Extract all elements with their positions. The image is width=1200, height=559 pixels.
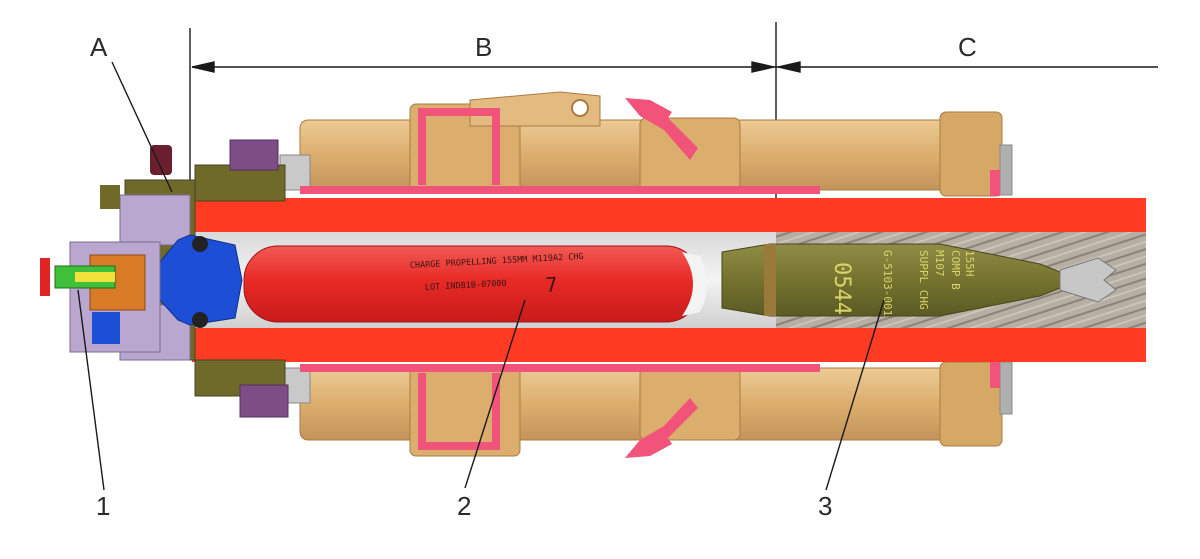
projectile-line4: M107: [933, 250, 946, 277]
projectile-number: 0544: [829, 262, 854, 315]
cradle-lower: [279, 361, 1013, 458]
charge-bag-line2: LOT IND81B-07000: [425, 279, 507, 293]
leader-lines: [77, 61, 885, 491]
breech-mechanism: [40, 139, 289, 418]
callout-3: 3: [818, 491, 833, 521]
section-label-b: B: [475, 32, 493, 62]
callout-2: 2: [457, 491, 472, 521]
projectile: 0544 155H COMP B G-5103-001 M107 SUPPL C…: [721, 243, 1117, 317]
projectile-line2: COMP B: [949, 250, 962, 290]
projectile-line1: 155H: [963, 250, 976, 277]
section-label-a: A: [90, 32, 108, 62]
callout-1: 1: [96, 491, 111, 521]
section-label-c: C: [958, 32, 977, 62]
cradle-upper: [279, 91, 1013, 197]
propelling-charge-bag: CHARGE PROPELLING 155MM M119A2 CHG 7 LOT…: [243, 245, 707, 323]
projectile-line3: G-5103-001: [881, 250, 894, 316]
projectile-line5: SUPPL CHG: [917, 250, 930, 310]
charge-bag-number: 7: [545, 272, 559, 297]
